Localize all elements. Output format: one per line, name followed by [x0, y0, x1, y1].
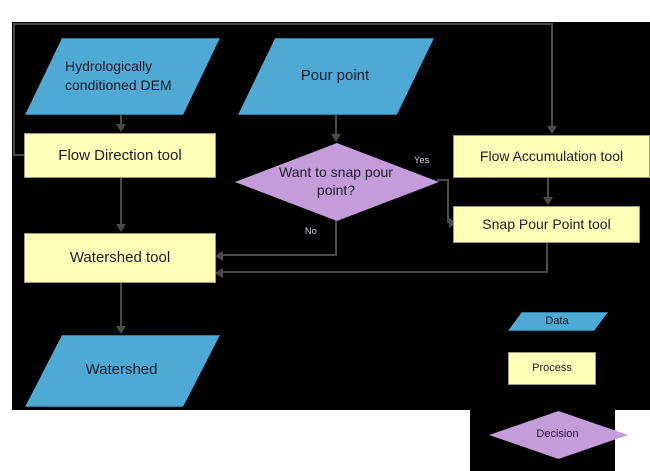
connector-left-vertical — [13, 23, 15, 155]
node-flow-direction-tool-label: Flow Direction tool — [58, 146, 182, 164]
connector-yes-vertical — [447, 179, 449, 222]
connector-snap-vertical — [546, 243, 548, 273]
node-pour-point[interactable]: Pour point — [238, 38, 432, 113]
node-dem[interactable]: Hydrologically conditioned DEM — [25, 38, 218, 113]
edge-label-no: No — [305, 226, 318, 236]
arrowhead-no-into-watershed-tool — [215, 251, 223, 261]
node-flow-accumulation-tool-label: Flow Accumulation tool — [479, 147, 624, 164]
connector-top-rail — [13, 23, 553, 25]
edge-label-yes: Yes — [414, 155, 430, 165]
arrowhead-into-flow-accumulation — [547, 126, 557, 134]
node-decision[interactable]: Want to snap pour point? — [235, 143, 437, 219]
arrowhead-into-watershed-tool — [116, 224, 126, 232]
arrowhead-into-watershed-output — [116, 326, 126, 334]
arrowhead-snap-into-watershed-tool — [215, 268, 223, 278]
arrowhead-into-flow-direction — [116, 124, 126, 132]
connector-right-vertical — [551, 23, 553, 127]
node-dem-label: Hydrologically conditioned DEM — [65, 58, 172, 93]
connector-no-vertical — [335, 218, 337, 256]
node-watershed-output[interactable]: Watershed — [25, 335, 218, 405]
node-watershed-output-label: Watershed — [85, 361, 158, 379]
node-decision-label: Want to snap pour point? — [279, 163, 393, 198]
connector-flowaccum-to-snap — [547, 178, 549, 198]
node-snap-pour-point-tool[interactable]: Snap Pour Point tool — [453, 206, 640, 243]
connector-pourpoint-to-decision — [335, 113, 337, 135]
connector-yes-horizontal — [437, 179, 449, 181]
connector-dem-to-flowdir — [120, 113, 122, 125]
canvas-panel-top-right — [552, 22, 650, 32]
node-pour-point-shape — [238, 38, 434, 115]
connector-flowdir-to-watershedtool — [120, 177, 122, 225]
connector-watershedtool-to-output — [120, 283, 122, 327]
arrowhead-into-snap-pour-point — [543, 197, 553, 205]
connector-no-horizontal — [222, 254, 337, 256]
node-snap-pour-point-tool-label: Snap Pour Point tool — [482, 215, 611, 232]
node-pour-point-label: Pour point — [300, 66, 370, 84]
node-flow-direction-tool[interactable]: Flow Direction tool — [24, 133, 216, 178]
legend-data-label: Data — [545, 314, 569, 327]
legend-process-label: Process — [532, 362, 572, 375]
node-watershed-tool-label: Watershed tool — [69, 249, 171, 267]
connector-snap-horizontal — [222, 271, 548, 273]
arrowhead-into-decision — [331, 134, 341, 142]
connector-left-into-flowdir — [13, 154, 26, 156]
legend-process-shape: Process — [508, 352, 596, 385]
legend-decision-label: Decision — [536, 428, 579, 440]
node-flow-accumulation-tool[interactable]: Flow Accumulation tool — [453, 135, 650, 178]
node-watershed-output-shape — [25, 335, 220, 407]
node-watershed-tool[interactable]: Watershed tool — [24, 233, 216, 283]
